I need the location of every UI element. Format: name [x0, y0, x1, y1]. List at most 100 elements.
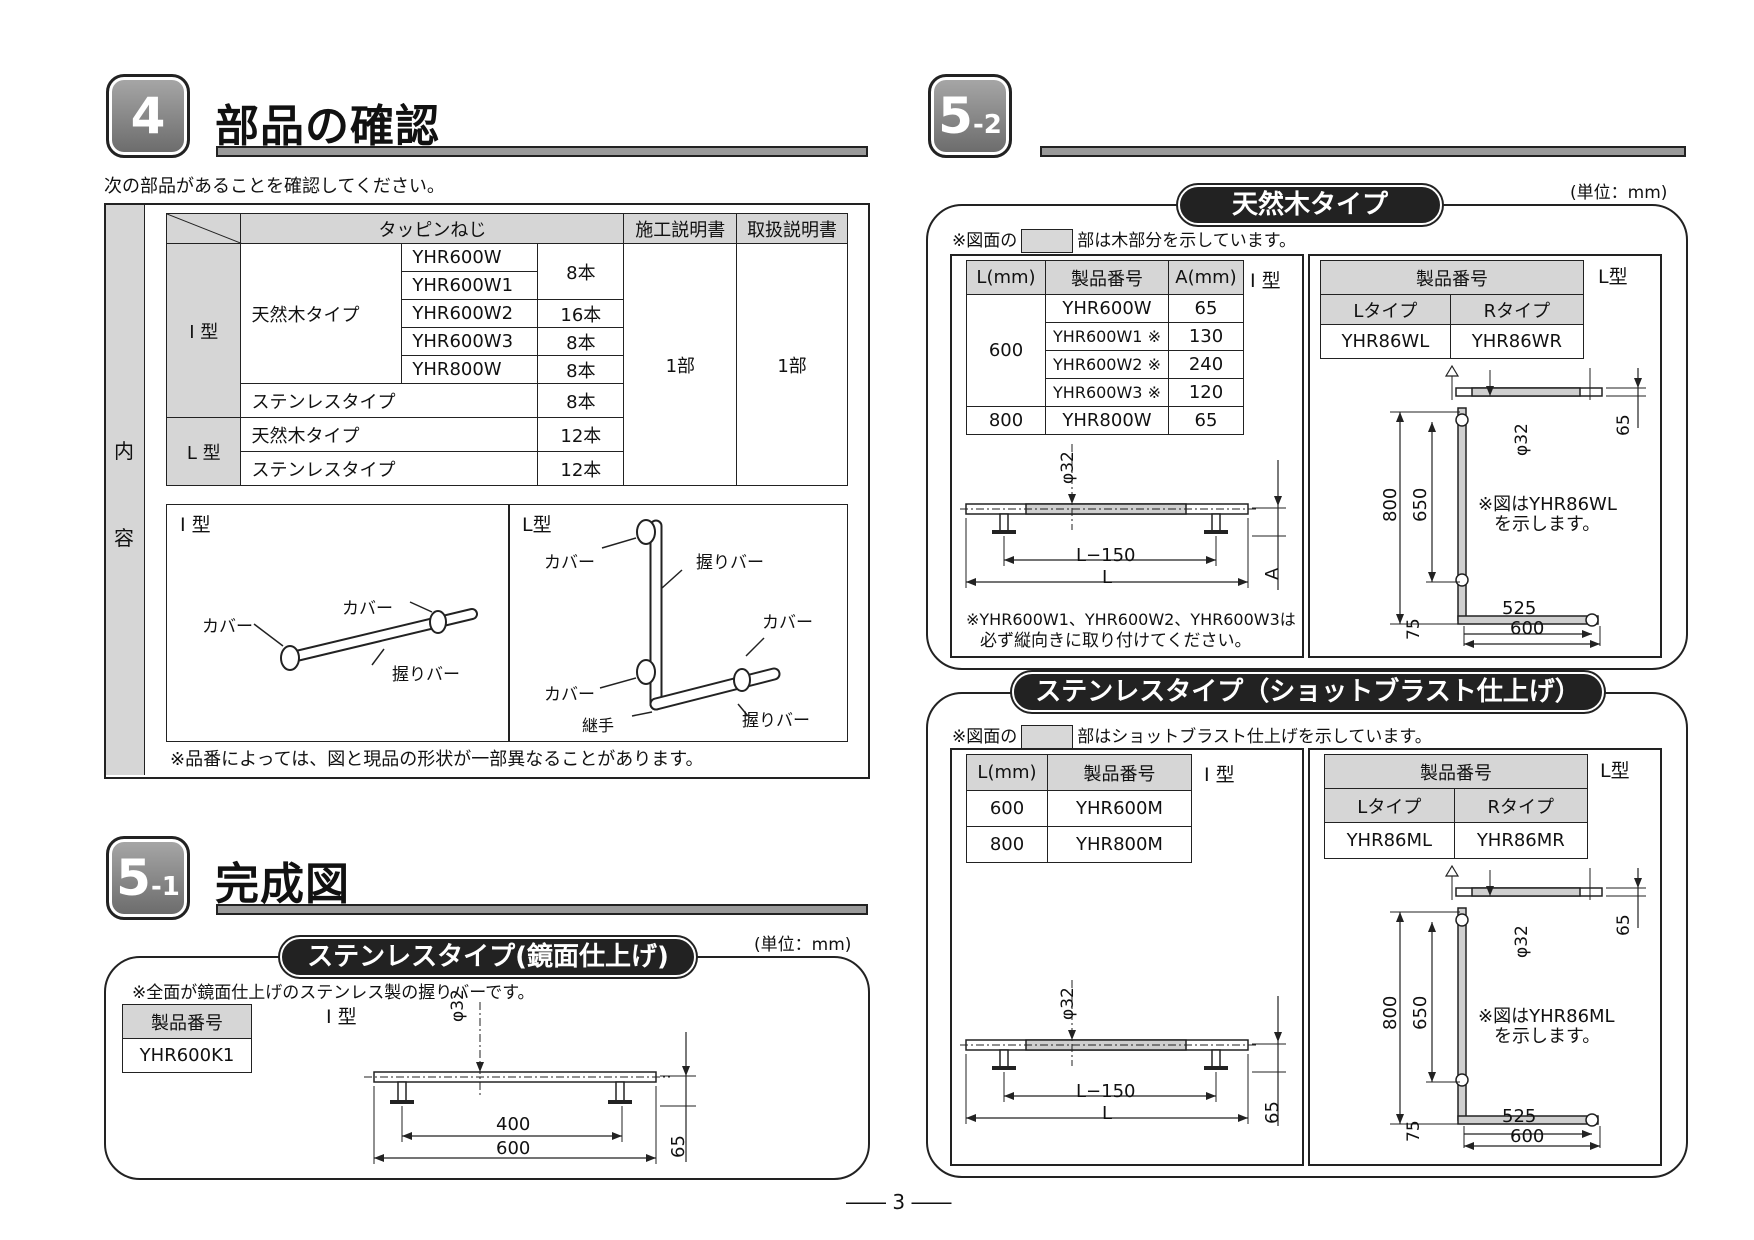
wood-l-box	[1308, 254, 1662, 658]
wood-note: ※図面の部は木部分を示しています。	[952, 229, 1297, 253]
stainless-i-dia: φ32	[1058, 987, 1078, 1020]
wood-i-drawing	[960, 444, 1286, 590]
model-yhr800w: YHR800W	[401, 355, 539, 384]
section-5-1-rule	[216, 904, 868, 915]
page-number: ―― 3 ――	[846, 1190, 952, 1214]
wood-i-footnote-2: 必ず縦向きに取り付けてください。	[980, 631, 1252, 651]
stainless-i-l0: 600	[966, 790, 1048, 827]
section-5-1-title: 完成図	[215, 859, 350, 910]
mirror-pill: ステンレスタイプ(鏡面仕上げ)	[280, 937, 696, 977]
stainless-l-rmodel: YHR86MR	[1453, 822, 1589, 859]
l-cover-label-3: カバー	[544, 685, 595, 705]
stainless-i-outer: L	[1102, 1103, 1113, 1124]
model-yhr600w: YHR600W	[401, 243, 539, 272]
wood-l-h: 製品番号	[1320, 260, 1584, 295]
wood-l-h3: 75	[1404, 618, 1424, 640]
stainless-l-h3: 75	[1404, 1120, 1424, 1142]
model-yhr600w1: YHR600W1	[401, 271, 539, 300]
section-4-intro: 次の部品があることを確認してください。	[104, 176, 445, 197]
parts-side-column	[106, 205, 145, 775]
section-4-badge: 4	[106, 74, 190, 158]
i-grip-bar-label: 握りバー	[392, 665, 460, 685]
wood-i-inner: L−150	[1076, 545, 1136, 566]
wood-i-m1: YHR600W1 ※	[1045, 322, 1169, 351]
wood-i-label: I 型	[1250, 270, 1281, 292]
i-cover-label-1: カバー	[202, 617, 253, 637]
stainless-i-l1: 800	[966, 826, 1048, 863]
sec52-unit: (単位：mm)	[1570, 183, 1668, 203]
mirror-note: ※全面が鏡面仕上げのステンレス製の握りバーです。	[132, 983, 535, 1003]
wood-l-dia: φ32	[1512, 423, 1532, 456]
mirror-inner-dim: 400	[496, 1114, 531, 1135]
wood-l-drawing	[1390, 364, 1646, 648]
wood-l-rmodel: YHR86WR	[1449, 324, 1585, 359]
stainless-l-lmodel: YHR86ML	[1324, 822, 1455, 859]
mirror-i-drawing	[364, 1002, 696, 1164]
parts-diagram-frame	[166, 504, 848, 742]
wood-i-m4: YHR800W	[1045, 406, 1169, 435]
stainless-i-h-l: L(mm)	[966, 754, 1048, 791]
l-stainless-cell: ステンレスタイプ	[240, 451, 539, 486]
side-label-2: 容	[114, 526, 134, 550]
page-dash-left: ――	[846, 1190, 893, 1214]
wood-i-h-l: L(mm)	[966, 260, 1046, 295]
wood-l-h2: 650	[1410, 487, 1431, 522]
install-manual-qty: 1部	[623, 243, 738, 486]
stainless-l-box	[1308, 748, 1662, 1166]
stainless-i-m1: YHR800M	[1047, 826, 1192, 863]
user-manual-header: 取扱説明書	[736, 213, 848, 244]
qty-l-wood: 12本	[537, 417, 625, 452]
stainless-l-caption-2: を示します。	[1494, 1026, 1601, 1047]
section-4-rule	[216, 146, 868, 157]
stainless-l-w1: 525	[1502, 1106, 1537, 1127]
section-5-2-rule	[1040, 146, 1686, 157]
wood-l-table: 製品番号 Lタイプ Rタイプ YHR86WL YHR86WR	[1320, 260, 1585, 359]
i-stainless-cell: ステンレスタイプ	[240, 383, 539, 418]
stainless-l-ltype: Lタイプ	[1324, 788, 1455, 823]
mirror-type-label: I 型	[326, 1006, 357, 1028]
wood-l-ltype: Lタイプ	[1320, 294, 1451, 325]
wood-l-caption-2: を示します。	[1494, 514, 1601, 535]
i-type-cell: I 型	[165, 243, 242, 418]
parts-diagram-divider	[508, 504, 510, 742]
stainless-i-table: L(mm) 製品番号 600 YHR600M 800 YHR800M	[966, 754, 1192, 863]
mirror-unit: (単位：mm)	[754, 935, 852, 955]
side-label-1: 内	[114, 439, 134, 463]
mirror-model-table: 製品番号 YHR600K1	[122, 1004, 252, 1073]
wood-i-box	[950, 254, 1304, 658]
stainless-pill: ステンレスタイプ（ショットブラスト仕上げ）	[1012, 672, 1604, 712]
section-4-title: 部品の確認	[215, 101, 440, 152]
qty-i-stainless: 8本	[537, 383, 625, 418]
l-wood-cell: 天然木タイプ	[240, 417, 539, 452]
wood-i-a2: 240	[1168, 350, 1244, 379]
l-grip-bar-label-2: 握りバー	[742, 711, 810, 731]
stainless-i-inner: L−150	[1076, 1081, 1136, 1102]
parts-table: タッピンねじ 施工説明書 取扱説明書 I 型 天然木タイプ YHR600W 8本…	[165, 213, 848, 486]
stainless-l-h: 製品番号	[1324, 754, 1588, 789]
mirror-dia: φ32	[448, 989, 468, 1022]
l-joint-label: 継手	[582, 716, 615, 735]
stainless-l-label: L型	[1600, 760, 1630, 782]
model-yhr600w2: YHR600W2	[401, 299, 539, 328]
wood-l-caption-1: ※図はYHR86WL	[1478, 494, 1617, 515]
mirror-outer-dim: 600	[496, 1138, 531, 1159]
qty-16: 16本	[537, 299, 625, 328]
section-5-2-badge: 5-2	[928, 74, 1012, 158]
wood-i-h-model: 製品番号	[1045, 260, 1169, 295]
wood-i-footnote-1: ※YHR600W1、YHR600W2、YHR600W3は	[966, 610, 1296, 629]
wood-i-l-800: 800	[966, 406, 1046, 435]
install-manual-header: 施工説明書	[623, 213, 738, 244]
stainless-l-w2: 600	[1510, 1126, 1545, 1147]
wood-i-height: A	[1262, 567, 1283, 580]
wood-l-rtype: Rタイプ	[1449, 294, 1585, 325]
stainless-l-caption-1: ※図はYHR86ML	[1478, 1006, 1615, 1027]
wood-i-m2: YHR600W2 ※	[1045, 350, 1169, 379]
stainless-i-label: I 型	[1204, 764, 1235, 786]
i-type-parts-drawing	[253, 601, 478, 671]
stainless-l-rtype: Rタイプ	[1453, 788, 1589, 823]
wood-l-t: 65	[1614, 414, 1634, 436]
corner-cell	[165, 213, 243, 244]
stainless-swatch	[1021, 725, 1074, 749]
parts-note: ※品番によっては、図と現品の形状が一部異なることがあります。	[170, 749, 704, 770]
l-type-cell: L 型	[165, 417, 242, 486]
